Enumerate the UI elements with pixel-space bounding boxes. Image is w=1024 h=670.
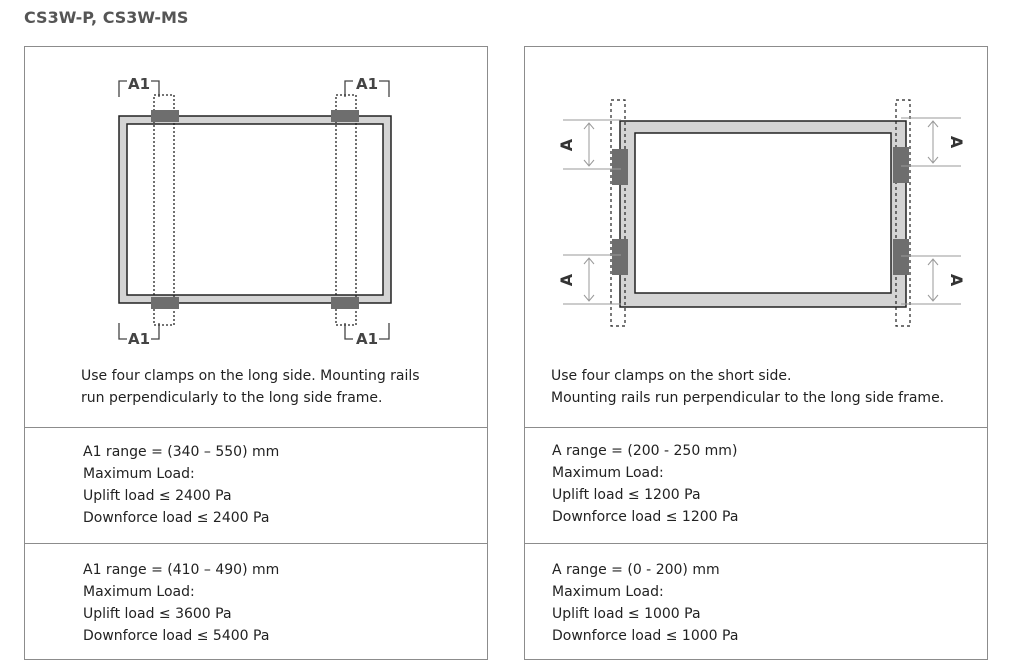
a1-bracket-bottom-right (344, 323, 353, 340)
divider (25, 427, 487, 428)
a1-bracket-top-right (344, 80, 353, 97)
a1-bracket-top-left (118, 80, 127, 97)
description-line: Use four clamps on the long side. Mounti… (81, 368, 420, 384)
a1-label-top-right: A1 (356, 75, 378, 93)
clamp-bottom-left (151, 297, 179, 309)
module-glass (634, 132, 892, 294)
mounting-rail-left (153, 94, 175, 326)
dimension-right-top (901, 117, 961, 167)
downforce-load: Downforce load ≤ 5400 Pa (83, 628, 270, 644)
description-line: run perpendicularly to the long side fra… (81, 390, 383, 406)
long-side-clamp-diagram: A1 A1 A1 A1 (118, 75, 392, 348)
page-title: CS3W-P, CS3W-MS (24, 8, 189, 27)
a-label-right-top: A (947, 136, 966, 149)
dimension-right-bottom (901, 255, 961, 305)
mounting-rail-right (335, 94, 357, 326)
a-label-left-bottom: A (557, 273, 576, 286)
a1-bracket-bottom-left (118, 323, 127, 340)
clamp-left-top (612, 149, 628, 185)
clamp-top-left (151, 110, 179, 122)
spec-block-2: A1 range = (410 – 490) mm Maximum Load: … (83, 559, 279, 647)
clamp-left-bottom (612, 239, 628, 275)
short-side-clamp-diagram: A A A A (557, 99, 966, 327)
a1-label-bottom-left: A1 (128, 330, 150, 348)
clamp-bottom-right (331, 297, 359, 309)
short-side-description: Use four clamps on the short side. Mount… (551, 365, 944, 409)
downforce-load: Downforce load ≤ 1200 Pa (552, 509, 739, 525)
range-text: A range = (0 - 200) mm (552, 562, 720, 578)
a-label-right-bottom: A (947, 274, 966, 287)
clamp-right-bottom (893, 239, 909, 275)
max-load-label: Maximum Load: (83, 466, 195, 482)
dimension-left-top (563, 119, 621, 170)
divider (25, 543, 487, 544)
uplift-load: Uplift load ≤ 3600 Pa (83, 606, 232, 622)
downforce-load: Downforce load ≤ 1000 Pa (552, 628, 739, 644)
divider (525, 427, 987, 428)
short-side-clamping-panel: A A A A Use four clamps on the short sid… (524, 46, 988, 660)
a1-label-bottom-right: A1 (356, 330, 378, 348)
long-side-description: Use four clamps on the long side. Mounti… (81, 365, 420, 409)
long-side-clamping-panel: A1 A1 A1 A1 Use four clamps on the long … (24, 46, 488, 660)
uplift-load: Uplift load ≤ 1200 Pa (552, 487, 701, 503)
max-load-label: Maximum Load: (83, 584, 195, 600)
range-text: A1 range = (410 – 490) mm (83, 562, 280, 578)
spec-block-1: A1 range = (340 – 550) mm Maximum Load: … (83, 441, 279, 529)
a-label-left-top: A (557, 138, 576, 151)
mounting-rail-right (895, 99, 911, 327)
dimension-left-bottom (563, 254, 621, 305)
divider (525, 543, 987, 544)
max-load-label: Maximum Load: (552, 465, 664, 481)
uplift-load: Uplift load ≤ 1000 Pa (552, 606, 701, 622)
downforce-load: Downforce load ≤ 2400 Pa (83, 510, 270, 526)
description-line: Use four clamps on the short side. (551, 368, 792, 384)
module-glass (126, 123, 384, 296)
max-load-label: Maximum Load: (552, 584, 664, 600)
description-line: Mounting rails run perpendicular to the … (551, 390, 945, 406)
a1-label-top-left: A1 (128, 75, 150, 93)
spec-block-2: A range = (0 - 200) mm Maximum Load: Upl… (552, 559, 738, 647)
range-text: A range = (200 - 250 mm) (552, 443, 738, 459)
spec-block-1: A range = (200 - 250 mm) Maximum Load: U… (552, 440, 738, 528)
clamp-right-top (893, 147, 909, 183)
mounting-rail-left (610, 99, 626, 327)
range-text: A1 range = (340 – 550) mm (83, 444, 280, 460)
uplift-load: Uplift load ≤ 2400 Pa (83, 488, 232, 504)
clamp-top-right (331, 110, 359, 122)
